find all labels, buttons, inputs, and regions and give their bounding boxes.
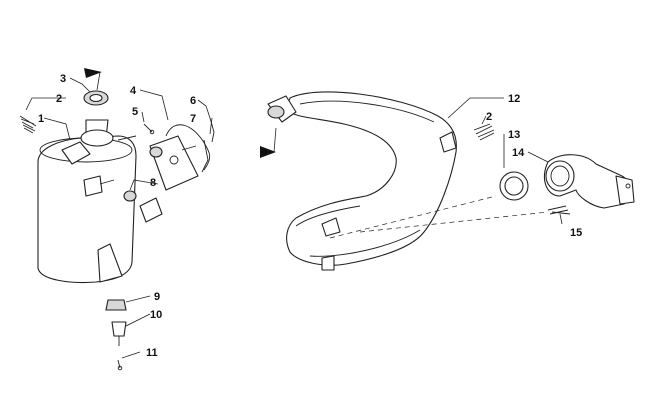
clamp-spring-15 [547, 205, 571, 215]
clamp-spring-left [19, 115, 37, 134]
mounting-plate [149, 135, 199, 191]
direction-arrow-left [84, 68, 102, 91]
leader-lines [25, 77, 563, 359]
callout-7: 7 [190, 113, 196, 125]
callout-6: 6 [190, 95, 196, 107]
hook-spring-7 [201, 139, 209, 173]
grommet-9 [105, 299, 127, 311]
damper-10 [111, 321, 127, 346]
callout-1: 1 [38, 113, 44, 125]
callout-11: 11 [146, 347, 158, 359]
direction-arrow-right [260, 127, 277, 158]
callout-12: 12 [508, 93, 520, 105]
callout-2-left: 2 [56, 93, 62, 105]
callout-10: 10 [150, 309, 162, 321]
clamp-spring-right [473, 123, 495, 141]
bolt-stud [143, 123, 155, 135]
callout-2-right: 2 [486, 111, 492, 123]
callout-3: 3 [60, 73, 66, 85]
callout-14: 14 [512, 147, 525, 159]
gasket-ring-top [83, 90, 109, 106]
callout-4: 4 [130, 85, 137, 97]
rubber-grommet-lower [123, 190, 137, 202]
rubber-grommet-upper [149, 146, 163, 158]
muffler-canister [37, 119, 137, 283]
pin-11 [117, 359, 123, 371]
outlet-pipe [543, 154, 635, 209]
seal-ring-13 [499, 171, 529, 201]
callout-9: 9 [154, 291, 160, 303]
assembly-lines [329, 195, 549, 239]
mount-bracket-lower [139, 197, 163, 223]
y-pipe-body [267, 91, 457, 271]
callout-13: 13 [508, 129, 520, 141]
retaining-cable [165, 124, 211, 171]
callout-5: 5 [132, 106, 138, 118]
callout-labels: 1 2 3 4 5 6 7 8 9 10 11 12 2 13 14 15 [38, 73, 582, 359]
callout-8: 8 [150, 177, 156, 189]
callout-15: 15 [570, 227, 582, 239]
